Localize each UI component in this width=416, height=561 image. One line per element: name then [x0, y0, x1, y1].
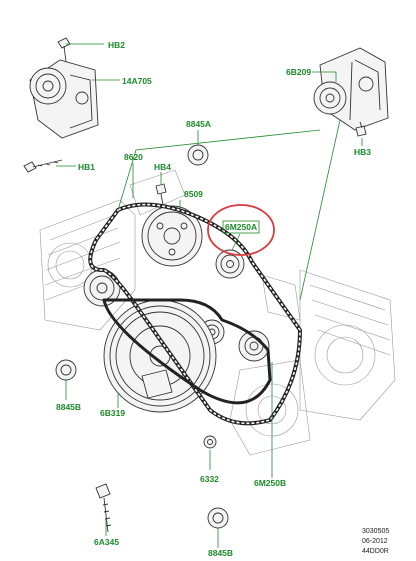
callout-6b319: 6B319 — [100, 408, 125, 418]
bolt-HB2 — [57, 37, 71, 63]
idler-6M250A — [215, 249, 245, 279]
cap-8845A — [187, 144, 209, 166]
callout-6a345: 6A345 — [94, 537, 119, 547]
tensioner-upper-14A705 — [29, 59, 99, 139]
cap-8845B-left — [55, 359, 77, 381]
bolt-6A345 — [95, 483, 112, 533]
callout-6332: 6332 — [200, 474, 219, 484]
bolt-HB3 — [355, 121, 367, 137]
cap-8845B-bottom — [207, 507, 229, 529]
callout-6m250a: 6M250A — [225, 222, 257, 232]
callout-hb2: HB2 — [108, 40, 125, 50]
callout-hb3: HB3 — [354, 147, 371, 157]
callout-hb4: HB4 — [154, 162, 171, 172]
belt-inner-loop — [102, 298, 272, 405]
pulley-8509 — [141, 205, 203, 267]
crankshaft-damper-6B319 — [103, 299, 217, 413]
callout-labels: HB2 14A705 6B209 HB3 8845A HB1 8620 HB4 … — [56, 40, 371, 558]
highlight-ellipse — [207, 204, 275, 256]
callout-6m250b: 6M250B — [254, 478, 286, 488]
callout-8509: 8509 — [184, 189, 203, 199]
reference-code: 44DD0R — [362, 548, 389, 555]
callout-hb1: HB1 — [78, 162, 95, 172]
callout-8845b-left: 8845B — [56, 402, 81, 412]
reference-number: 3030505 — [362, 528, 389, 535]
callout-8620: 8620 — [124, 152, 143, 162]
bolt-HB1 — [23, 159, 63, 173]
bolt-HB4 — [155, 183, 167, 206]
reference-block: 3030505 06-2012 44DD0R — [362, 528, 389, 555]
seal-6332 — [203, 435, 217, 449]
leader-lines — [56, 43, 363, 548]
callout-6m250a-box — [222, 220, 260, 234]
callout-8845b-bottom: 8845B — [208, 548, 233, 558]
callout-8845a: 8845A — [186, 119, 211, 129]
drive-belt-8620 — [88, 202, 302, 426]
callout-14a705: 14A705 — [122, 76, 152, 86]
tensioner-6B209 — [313, 47, 389, 131]
callout-6b209: 6B209 — [286, 67, 311, 77]
reference-date: 06-2012 — [362, 538, 388, 545]
